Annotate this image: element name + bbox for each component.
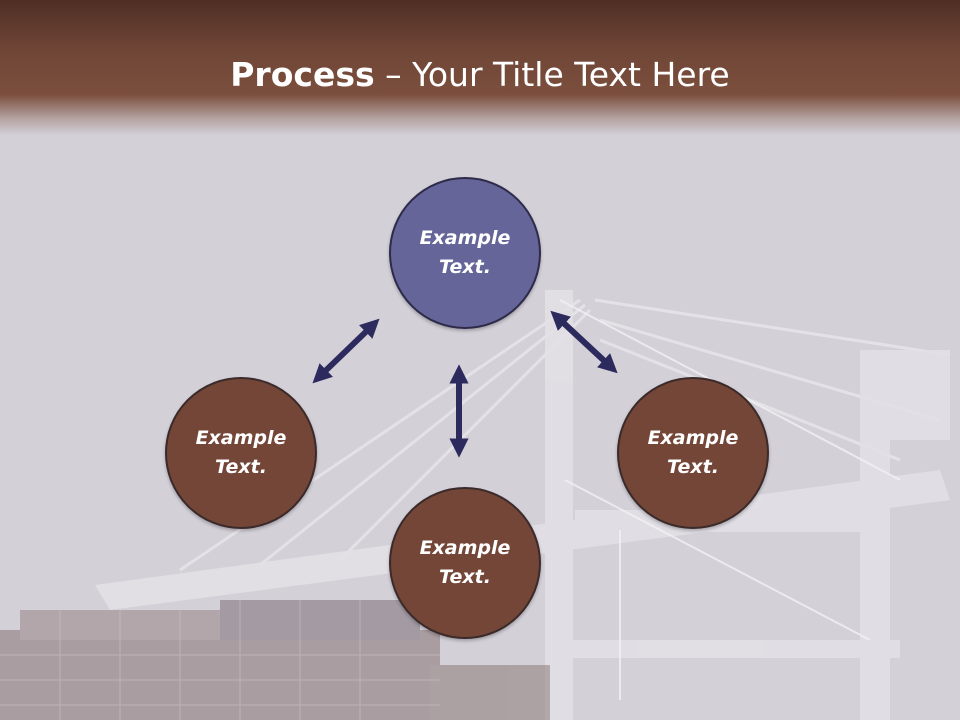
title-rest: – Your Title Text Here xyxy=(374,55,730,94)
double-arrow-icon xyxy=(312,318,380,384)
process-node-left-text: Example Text. xyxy=(195,427,287,478)
process-node-right-text: Example Text. xyxy=(647,427,739,478)
process-node-left[interactable]: Example Text. xyxy=(165,377,317,529)
process-node-bottom-text: Example Text. xyxy=(419,537,511,588)
process-node-bottom[interactable]: Example Text. xyxy=(389,487,541,639)
process-node-right[interactable]: Example Text. xyxy=(617,377,769,529)
process-node-top-text: Example Text. xyxy=(419,227,511,278)
title-bar xyxy=(0,0,960,135)
slide-title: Process – Your Title Text Here xyxy=(0,52,960,98)
title-bold: Process xyxy=(230,55,375,94)
process-node-top[interactable]: Example Text. xyxy=(389,177,541,329)
double-arrow-icon xyxy=(550,310,618,374)
